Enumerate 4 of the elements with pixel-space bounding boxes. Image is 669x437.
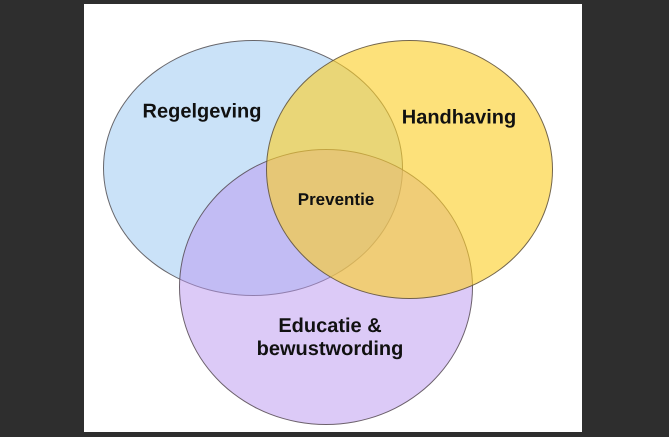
set-label: Handhaving: [402, 106, 516, 130]
set-label: Educatie & bewustwording: [256, 315, 404, 361]
intersection-label: Preventie: [298, 190, 374, 210]
set-label: Regelgeving: [142, 100, 262, 124]
